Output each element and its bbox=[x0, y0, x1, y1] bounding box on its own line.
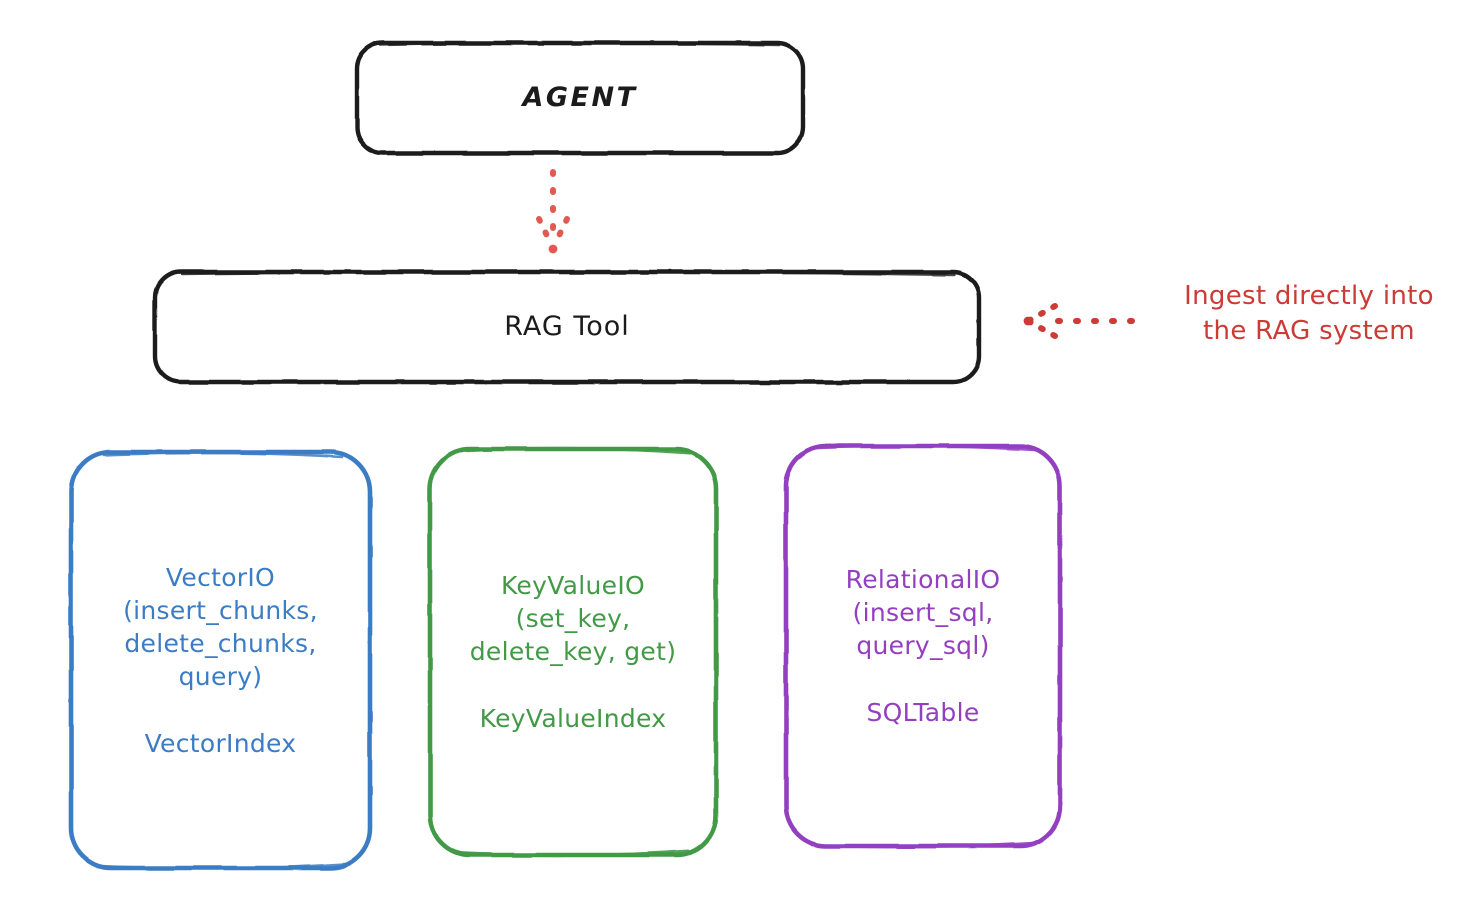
agent-box-outline bbox=[354, 40, 806, 156]
relational-io-content: RelationalIO (insert_sql, query_sql) SQL… bbox=[846, 563, 1001, 729]
vector-index-label: VectorIndex bbox=[144, 728, 297, 758]
ingest-note-text: Ingest directly into the RAG system bbox=[1184, 281, 1434, 346]
sql-table-label: SQLTable bbox=[866, 698, 980, 727]
key-value-io-node[interactable]: KeyValueIO (set_key, delete_key, get) Ke… bbox=[428, 447, 718, 857]
relational-io-api-label: RelationalIO (insert_sql, query_sql) bbox=[845, 565, 1001, 660]
key-value-io-box-outline bbox=[427, 446, 719, 858]
agent-node[interactable]: AGENT bbox=[355, 41, 805, 155]
key-value-io-content: KeyValueIO (set_key, delete_key, get) Ke… bbox=[470, 569, 677, 735]
rag-tool-label: RAG Tool bbox=[504, 310, 630, 342]
rag-tool-node[interactable]: RAG Tool bbox=[153, 270, 981, 384]
ingest-note: Ingest directly into the RAG system bbox=[1148, 279, 1470, 348]
ingest-note-connector-icon bbox=[1023, 303, 1135, 339]
relational-io-node[interactable]: RelationalIO (insert_sql, query_sql) SQL… bbox=[784, 444, 1062, 848]
agent-to-rag-connector-icon bbox=[536, 169, 570, 254]
vector-io-node[interactable]: VectorIO (insert_chunks, delete_chunks, … bbox=[69, 450, 372, 870]
relational-io-box-outline bbox=[783, 443, 1063, 849]
vector-io-content: VectorIO (insert_chunks, delete_chunks, … bbox=[123, 561, 318, 760]
vector-io-box-outline bbox=[68, 449, 373, 871]
key-value-io-api-label: KeyValueIO (set_key, delete_key, get) bbox=[469, 571, 677, 666]
rag-tool-box-outline bbox=[152, 269, 982, 385]
agent-label: AGENT bbox=[522, 81, 638, 113]
key-value-index-label: KeyValueIndex bbox=[479, 704, 667, 733]
vector-io-api-label: VectorIO (insert_chunks, delete_chunks, … bbox=[123, 562, 318, 691]
